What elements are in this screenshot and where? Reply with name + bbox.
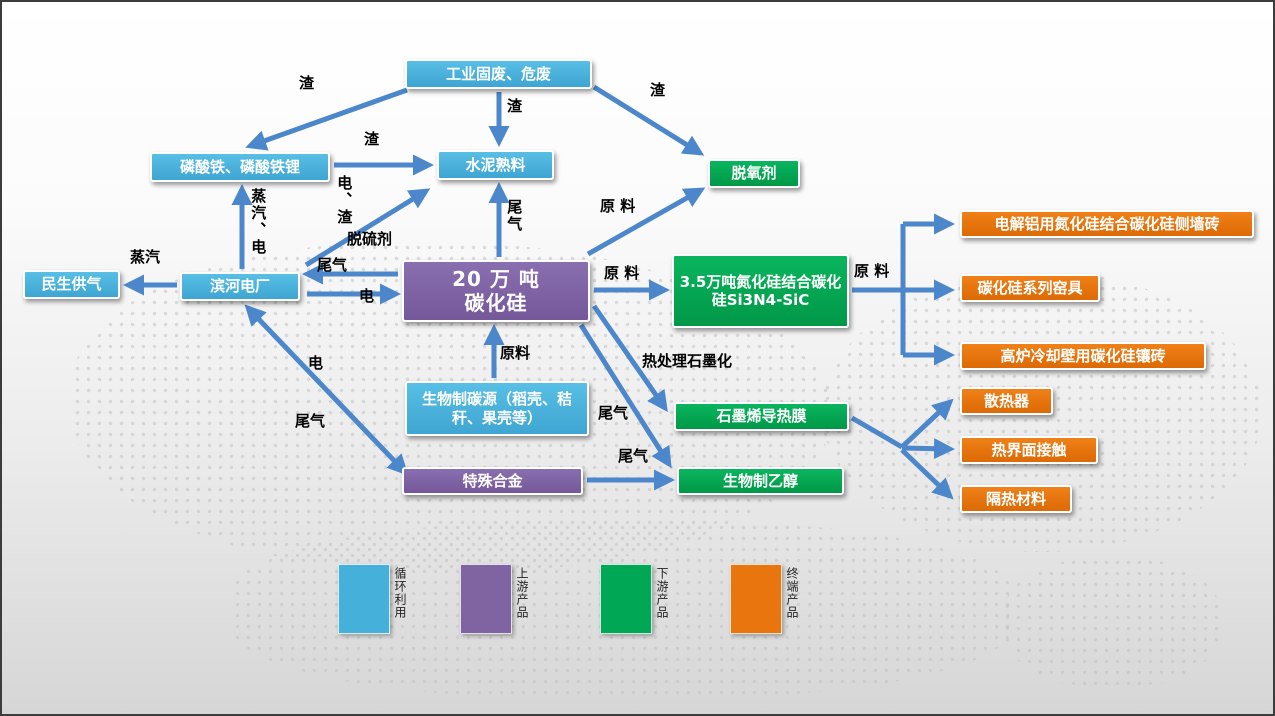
arrow-waste-to-phosphate bbox=[245, 87, 408, 151]
node-deoxidizer: 脱氧剂 bbox=[708, 159, 800, 188]
node-graphene-film-label: 石墨烯导热膜 bbox=[716, 407, 807, 426]
node-sic-kiln-label: 碳化硅系列窑具 bbox=[977, 278, 1083, 297]
edge-label-slag-3: 渣 bbox=[650, 81, 666, 99]
node-civil-gas: 民生供气 bbox=[23, 270, 120, 299]
node-insulation-label: 隔热材料 bbox=[985, 489, 1046, 508]
node-industrial-waste: 工业固废、危废 bbox=[405, 59, 592, 89]
edge-label-tailgas-alloy: 尾气 bbox=[295, 412, 326, 430]
arrow-graphene-to-thermal-interface bbox=[901, 438, 955, 460]
connector-graphene-trunk bbox=[850, 415, 904, 450]
node-nitride-sic: 3.5万吨氮化硅结合碳化硅Si3N4-SiC bbox=[672, 254, 849, 328]
node-thermal-interface: 热界面接触 bbox=[960, 436, 1098, 464]
node-insulation: 隔热材料 bbox=[960, 485, 1072, 513]
edge-label-rawmaterial-end: 原 料 bbox=[854, 262, 890, 280]
node-electrolytic-brick: 电解铝用氮化硅结合碳化硅侧墙砖 bbox=[960, 210, 1254, 238]
node-nitride-sic-label: 3.5万吨氮化硅结合碳化硅Si3N4-SiC bbox=[679, 272, 842, 309]
arrow-sic-to-graphene bbox=[591, 304, 668, 413]
node-iron-phosphate: 磷酸铁、磷酸铁锂 bbox=[150, 152, 330, 182]
node-blast-furnace-brick: 高炉冷却壁用碳化硅镶砖 bbox=[960, 342, 1206, 370]
node-binhe-power-plant-label: 滨河电厂 bbox=[209, 277, 270, 296]
node-radiator-label: 散热器 bbox=[983, 391, 1029, 410]
node-binhe-power-plant: 滨河电厂 bbox=[180, 272, 300, 301]
node-radiator: 散热器 bbox=[960, 387, 1053, 415]
node-bio-carbon-label: 生物制碳源（稻壳、秸秆、果壳等） bbox=[421, 390, 572, 427]
arrow-sic-to-deoxidizer bbox=[586, 187, 706, 257]
edge-label-electricity-alloy: 电 bbox=[308, 354, 324, 372]
node-industrial-waste-label: 工业固废、危废 bbox=[445, 64, 551, 83]
node-bio-ethanol: 生物制乙醇 bbox=[677, 467, 844, 495]
edge-label-steam: 蒸汽 bbox=[130, 248, 161, 266]
node-blast-furnace-brick-label: 高炉冷却壁用碳化硅镶砖 bbox=[1000, 346, 1166, 365]
arrow-plant-alloy-bidirectional bbox=[244, 304, 409, 476]
node-civil-gas-label: 民生供气 bbox=[41, 275, 102, 294]
arrow-waste-to-deoxidizer bbox=[592, 84, 705, 156]
edge-label-desulfurizer: 脱硫剂 bbox=[347, 230, 393, 248]
arrow-plant-to-cement bbox=[304, 188, 431, 268]
edge-label-tailgas-alloy-ethanol: 尾气 bbox=[618, 447, 649, 465]
node-special-alloy-label: 特殊合金 bbox=[462, 471, 523, 490]
node-sic-kiln: 碳化硅系列窑具 bbox=[960, 274, 1100, 302]
node-graphene-film: 石墨烯导热膜 bbox=[674, 402, 849, 431]
node-bio-carbon: 生物制碳源（稻壳、秸秆、果壳等） bbox=[405, 381, 589, 436]
edge-label-tailgas-ethanol: 尾气 bbox=[598, 404, 629, 422]
node-electrolytic-brick-label: 电解铝用氮化硅结合碳化硅侧墙砖 bbox=[994, 214, 1220, 233]
edge-label-tailgas-plant: 尾气 bbox=[317, 256, 348, 274]
edge-label-electricity-slag: 电、渣 bbox=[335, 175, 354, 226]
edge-label-tailgas-cement: 尾气 bbox=[505, 199, 524, 233]
node-sic-main-label: 20 万 吨 碳化硅 bbox=[452, 266, 540, 315]
node-deoxidizer-label: 脱氧剂 bbox=[731, 164, 777, 183]
edge-label-slag-4: 渣 bbox=[364, 130, 380, 148]
edge-label-rawmaterial-deox: 原 料 bbox=[600, 197, 636, 215]
arrow-graphene-to-insulation bbox=[900, 448, 954, 500]
node-bio-ethanol-label: 生物制乙醇 bbox=[722, 471, 798, 490]
arrow-sic-to-ethanol bbox=[578, 323, 672, 469]
edge-label-rawmaterial-biocarbon: 原料 bbox=[500, 344, 531, 362]
edge-label-electricity-sic: 电 bbox=[359, 287, 375, 305]
node-thermal-interface-label: 热界面接触 bbox=[991, 440, 1067, 459]
edge-label-steam-electricity: 蒸汽、电 bbox=[249, 188, 268, 256]
node-sic-main: 20 万 吨 碳化硅 bbox=[402, 260, 590, 322]
arrow-graphene-to-radiator bbox=[900, 398, 954, 449]
edge-label-rawmaterial-nitride: 原 料 bbox=[604, 264, 640, 282]
node-special-alloy: 特殊合金 bbox=[402, 467, 583, 495]
edge-label-graphitization: 热处理石墨化 bbox=[642, 352, 733, 370]
edge-label-slag-1: 渣 bbox=[299, 74, 315, 92]
edge-label-slag-2: 渣 bbox=[507, 97, 523, 115]
node-cement-clinker: 水泥熟料 bbox=[437, 150, 554, 180]
node-iron-phosphate-label: 磷酸铁、磷酸铁锂 bbox=[179, 157, 300, 176]
node-cement-clinker-label: 水泥熟料 bbox=[465, 155, 526, 174]
